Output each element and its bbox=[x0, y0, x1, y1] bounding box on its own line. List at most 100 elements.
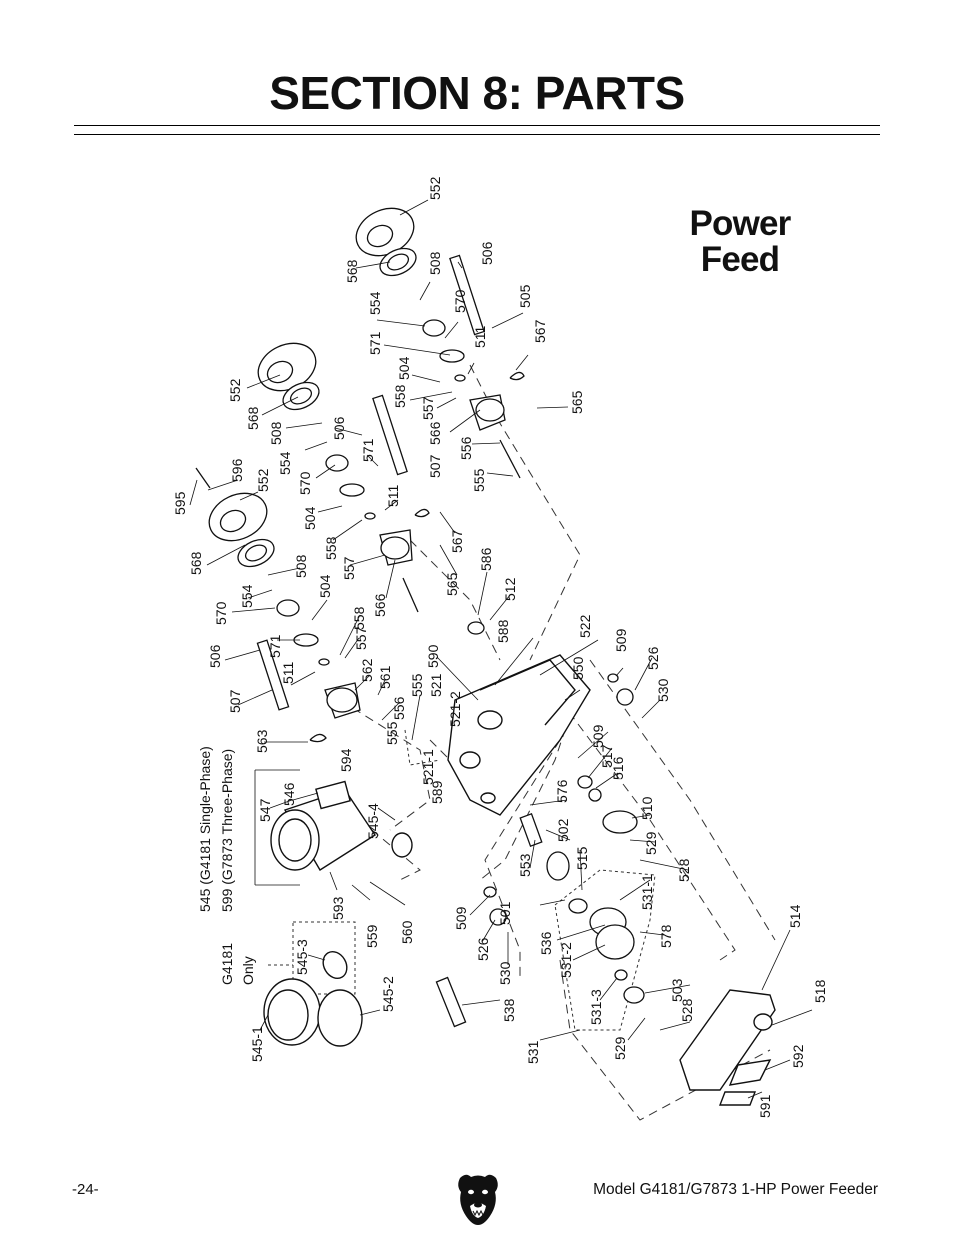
part-label: 554 bbox=[239, 584, 255, 608]
part-label: 567 bbox=[532, 319, 548, 343]
diagram-title-line1: Power bbox=[689, 204, 791, 243]
leader-lines bbox=[189, 199, 813, 1099]
part-label: 592 bbox=[790, 1044, 806, 1068]
part-label: 557 bbox=[341, 556, 357, 580]
part-label: 506 bbox=[479, 241, 495, 265]
part-label: 504 bbox=[302, 506, 318, 530]
part-label: 515 bbox=[574, 846, 590, 870]
part-label: 529 bbox=[643, 831, 659, 855]
part-label: 563 bbox=[254, 729, 270, 753]
middle-roller-assembly bbox=[257, 342, 430, 613]
diagram-title-line2: Feed bbox=[700, 240, 780, 279]
page-number: -24- bbox=[72, 1181, 99, 1198]
part-label: 516 bbox=[610, 756, 626, 780]
part-label: 552 bbox=[427, 176, 443, 200]
part-label: 528 bbox=[676, 858, 692, 882]
part-label: 545-1 bbox=[249, 1026, 265, 1062]
part-label: 596 bbox=[229, 458, 245, 482]
part-label: 509 bbox=[590, 724, 606, 748]
bear-head-icon bbox=[458, 1174, 498, 1225]
part-label: 555 bbox=[471, 468, 487, 492]
part-label: 558 bbox=[392, 384, 408, 408]
part-label: 561 bbox=[377, 665, 393, 689]
part-label: 589 bbox=[429, 780, 445, 804]
motor bbox=[263, 780, 413, 1047]
part-label: 562 bbox=[359, 658, 375, 682]
part-label: 536 bbox=[538, 931, 554, 955]
part-label: 508 bbox=[268, 421, 284, 445]
part-label: 594 bbox=[338, 748, 354, 772]
part-label: 545-3 bbox=[294, 939, 310, 975]
part-label: 518 bbox=[812, 979, 828, 1003]
part-label: 511 bbox=[472, 325, 488, 348]
part-label: 505 bbox=[517, 284, 533, 308]
part-label: 531-2 bbox=[558, 942, 574, 978]
part-label: 558 bbox=[323, 536, 339, 560]
part-label: 504 bbox=[317, 574, 333, 598]
part-label: 568 bbox=[344, 259, 360, 283]
gearbox-cover bbox=[679, 989, 776, 1106]
part-label: 545-2 bbox=[380, 976, 396, 1012]
part-label: 506 bbox=[331, 416, 347, 440]
part-label: 568 bbox=[188, 551, 204, 575]
part-label: 567 bbox=[449, 529, 465, 553]
part-label: 530 bbox=[497, 961, 513, 985]
part-label: 545-4 bbox=[365, 803, 381, 839]
part-label: 510 bbox=[639, 796, 655, 820]
part-label: 547 bbox=[257, 798, 273, 822]
part-label: 509 bbox=[613, 628, 629, 652]
part-label: 507 bbox=[227, 689, 243, 713]
part-label: 521-1 bbox=[420, 749, 436, 785]
part-label: 552 bbox=[255, 468, 271, 492]
part-label: 526 bbox=[475, 937, 491, 961]
part-label: 550 bbox=[570, 656, 586, 680]
part-label: 545 (G4181 Single-Phase) bbox=[197, 746, 213, 912]
part-label: 511 bbox=[280, 661, 296, 684]
part-label: 571 bbox=[360, 438, 376, 462]
part-label: 531-1 bbox=[639, 874, 655, 910]
part-label: 528 bbox=[679, 998, 695, 1022]
part-label: 511 bbox=[385, 484, 401, 507]
part-label: 538 bbox=[501, 998, 517, 1022]
gearbox-housing bbox=[447, 654, 591, 816]
part-label: 560 bbox=[399, 920, 415, 944]
part-label: 509 bbox=[453, 906, 469, 930]
part-label: 557 bbox=[353, 626, 369, 650]
part-label: 502 bbox=[555, 818, 571, 842]
part-label: 555 bbox=[409, 673, 425, 697]
gear-train bbox=[435, 621, 645, 1028]
part-label: 546 bbox=[281, 782, 297, 806]
header-rule-thin bbox=[74, 134, 880, 135]
subassembly-boxes bbox=[268, 729, 656, 1031]
part-label: 521-2 bbox=[447, 691, 463, 727]
part-label: 570 bbox=[297, 471, 313, 495]
part-label: 553 bbox=[517, 853, 533, 877]
part-label: 586 bbox=[478, 547, 494, 571]
part-label: 522 bbox=[577, 614, 593, 638]
part-label: 531 bbox=[525, 1040, 541, 1064]
part-label: 526 bbox=[645, 646, 661, 670]
part-label: 559 bbox=[364, 924, 380, 948]
part-label: 501 bbox=[497, 901, 513, 925]
part-label: 529 bbox=[612, 1036, 628, 1060]
part-label: 507 bbox=[427, 454, 443, 478]
part-label: 590 bbox=[425, 644, 441, 668]
part-label: 517 bbox=[599, 744, 615, 768]
part-label: 554 bbox=[367, 291, 383, 315]
part-label: 571 bbox=[267, 634, 283, 658]
part-label: 552 bbox=[227, 378, 243, 402]
part-label: 508 bbox=[427, 251, 443, 275]
part-label: 599 (G7873 Three-Phase) bbox=[219, 749, 235, 912]
part-label: 504 bbox=[396, 356, 412, 380]
part-label: G4181 bbox=[219, 943, 235, 985]
part-label: 578 bbox=[658, 924, 674, 948]
part-label: 571 bbox=[367, 331, 383, 355]
lower-roller-assembly bbox=[195, 467, 361, 743]
part-label: 508 bbox=[293, 554, 309, 578]
header-rule-thick bbox=[74, 125, 880, 126]
part-label: 556 bbox=[391, 696, 407, 720]
part-label: Only bbox=[240, 956, 256, 985]
part-label: 512 bbox=[502, 577, 518, 601]
